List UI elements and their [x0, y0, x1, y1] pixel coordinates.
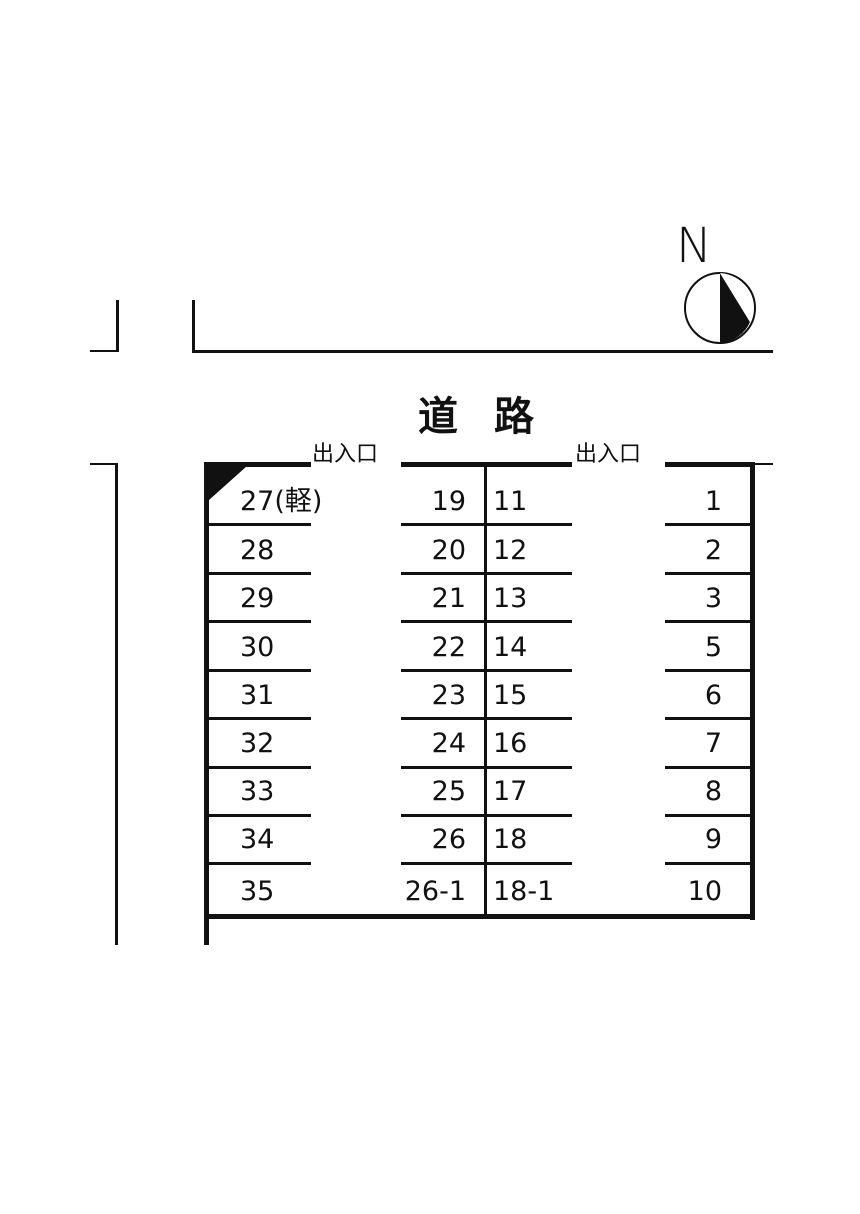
- road-left-stub-horizontal: [90, 350, 119, 352]
- stall-divider: [209, 523, 311, 526]
- stall-divider: [401, 523, 485, 526]
- stall-divider: [486, 572, 572, 575]
- stall-divider: [486, 620, 572, 623]
- stall-number: 20: [431, 535, 466, 566]
- stall-number: 30: [240, 632, 275, 663]
- lot-top-edge-east: [665, 462, 755, 467]
- stall-number: 28: [240, 535, 275, 566]
- lot-center-divider: [484, 462, 487, 918]
- stall-number: 15: [493, 680, 528, 711]
- stall-divider: [486, 669, 572, 672]
- compass-north-label: N: [676, 218, 712, 274]
- stall-divider: [401, 862, 485, 865]
- stall-divider: [209, 717, 311, 720]
- road-north-edge: [192, 350, 773, 353]
- stall-number: 11: [493, 486, 528, 517]
- stall-number: 33: [240, 776, 275, 807]
- road-left-lower-horizontal: [90, 463, 118, 465]
- stall-number: 35: [240, 876, 275, 907]
- stall-number: 32: [240, 728, 275, 759]
- stall-number: 13: [493, 583, 528, 614]
- stall-divider: [401, 766, 485, 769]
- stall-divider: [209, 620, 311, 623]
- road-right-stub: [752, 463, 773, 465]
- stall-number: 5: [704, 632, 722, 663]
- stall-divider: [401, 717, 485, 720]
- stall-divider: [665, 717, 752, 720]
- stall-divider: [665, 572, 752, 575]
- stall-divider: [209, 766, 311, 769]
- stall-number: 2: [704, 535, 722, 566]
- stall-divider: [665, 620, 752, 623]
- corner-mark-icon: [209, 466, 247, 500]
- stall-number: 27(軽): [240, 486, 323, 517]
- lot-east-edge: [750, 462, 755, 920]
- stall-number: 10: [687, 876, 722, 907]
- road-north-edge-vertical: [192, 300, 195, 352]
- stall-number: 22: [431, 632, 466, 663]
- stall-number: 23: [431, 680, 466, 711]
- stall-number: 14: [493, 632, 528, 663]
- stall-number: 1: [704, 486, 722, 517]
- stall-divider: [486, 814, 572, 817]
- stall-divider: [665, 523, 752, 526]
- stall-divider: [401, 814, 485, 817]
- stall-divider: [401, 572, 485, 575]
- stall-number: 34: [240, 824, 275, 855]
- stall-number: 18-1: [493, 876, 555, 907]
- stall-divider: [486, 766, 572, 769]
- stall-number: 24: [431, 728, 466, 759]
- lot-top-edge-west: [204, 462, 311, 467]
- stall-divider: [665, 669, 752, 672]
- stall-number: 7: [704, 728, 722, 759]
- stall-divider: [486, 523, 572, 526]
- stall-divider: [401, 669, 485, 672]
- stall-number: 16: [493, 728, 528, 759]
- stall-divider: [209, 572, 311, 575]
- lot-south-edge: [204, 914, 755, 919]
- stall-number: 17: [493, 776, 528, 807]
- stall-divider: [665, 814, 752, 817]
- compass-icon: [684, 272, 756, 344]
- stall-divider: [209, 669, 311, 672]
- stall-number: 25: [431, 776, 466, 807]
- stall-divider: [486, 717, 572, 720]
- stall-divider: [401, 620, 485, 623]
- stall-number: 19: [431, 486, 466, 517]
- stall-number: 31: [240, 680, 275, 711]
- stall-divider: [665, 766, 752, 769]
- stall-divider: [209, 814, 311, 817]
- road-left-lower-vertical: [115, 463, 118, 945]
- stall-divider: [486, 862, 572, 865]
- stall-number: 18: [493, 824, 528, 855]
- road-left-stub-vertical: [116, 300, 119, 352]
- stall-number: 3: [704, 583, 722, 614]
- lot-west-edge: [204, 462, 209, 945]
- road-label: 道路: [418, 393, 570, 440]
- entrance-label-east: 出入口: [575, 442, 642, 467]
- stall-number: 29: [240, 583, 275, 614]
- stall-divider: [665, 862, 752, 865]
- entrance-label-west: 出入口: [312, 442, 379, 467]
- stall-number: 26-1: [404, 876, 466, 907]
- stall-number: 26: [431, 824, 466, 855]
- stall-number: 9: [704, 824, 722, 855]
- stall-number: 8: [704, 776, 722, 807]
- stall-number: 21: [431, 583, 466, 614]
- stall-number: 6: [704, 680, 722, 711]
- stall-number: 12: [493, 535, 528, 566]
- stall-divider: [209, 862, 311, 865]
